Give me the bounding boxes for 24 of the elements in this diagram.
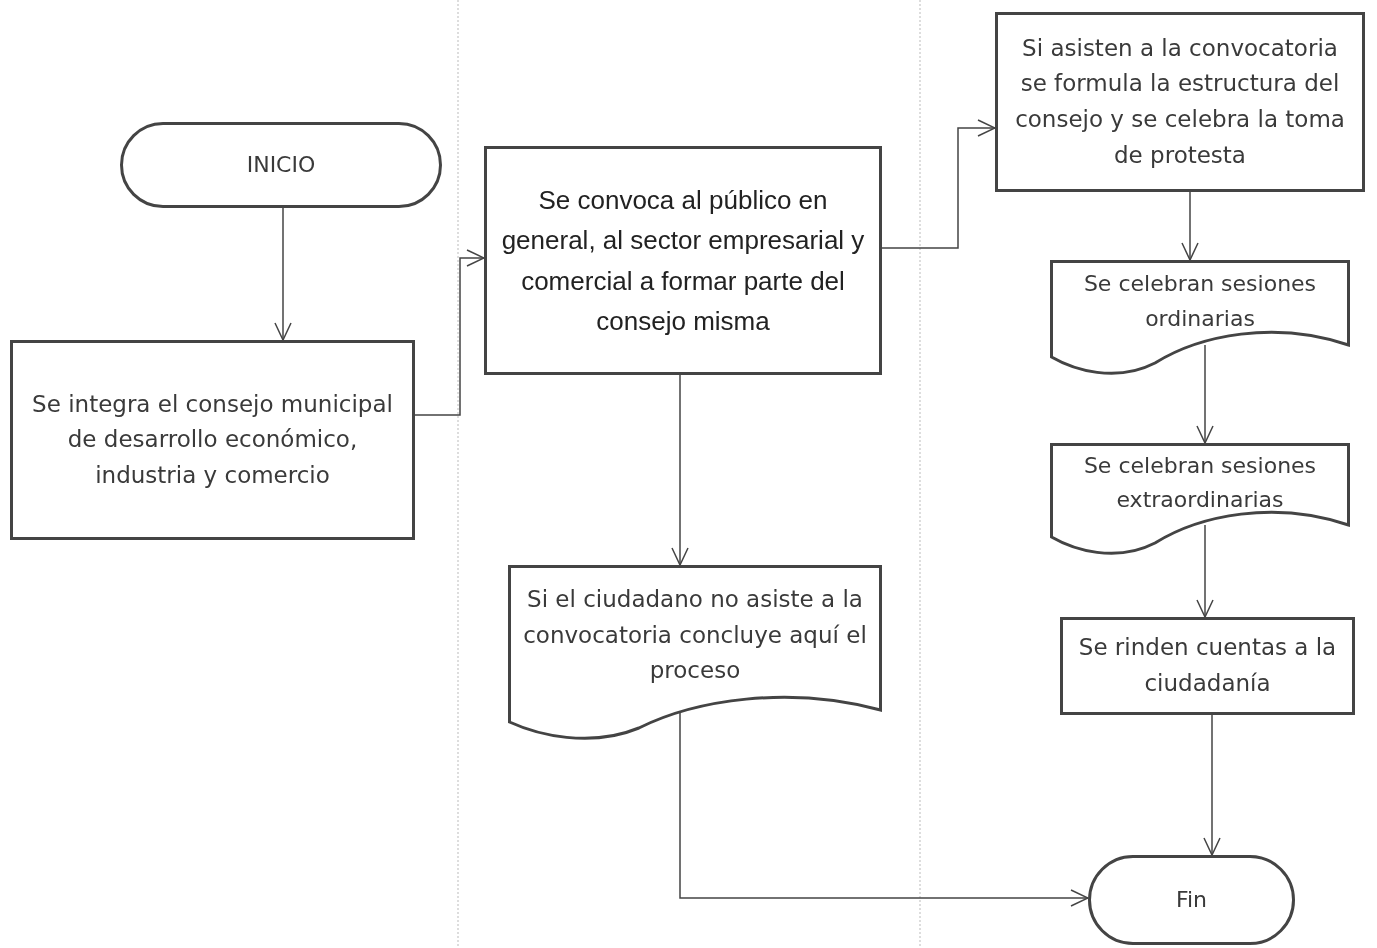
process-box — [995, 12, 1365, 192]
document-shape — [508, 565, 882, 740]
node-text: Si asisten a la convocatoria se formula la estructura del consejo y se celebra la toma de protesta — [1014, 33, 1346, 170]
arrow — [1181, 191, 1199, 261]
arrow — [671, 374, 689, 566]
node-text: Se celebran sesiones ordinarias — [1082, 270, 1318, 333]
node-text: INICIO — [246, 150, 316, 179]
document-shape — [1050, 260, 1350, 375]
node-text: Si el ciudadano no asiste a la convocatoria concluye aquí el proceso — [522, 585, 868, 686]
process-box — [484, 146, 882, 375]
arrow — [1196, 524, 1214, 618]
arrow — [1203, 714, 1221, 856]
process-box — [10, 340, 415, 540]
arrow — [881, 119, 996, 249]
node-text: Fin — [1175, 885, 1208, 914]
document-shape — [1050, 443, 1350, 555]
arrow — [274, 207, 292, 341]
node-text: Se celebran sesiones extraordinarias — [1082, 451, 1318, 514]
process-box — [1060, 617, 1355, 715]
arrow — [414, 249, 485, 416]
node-text: Se rinden cuentas a la ciudadanía — [1077, 633, 1338, 698]
node-text: Se convoca al público en general, al sector empresarial y comercial a formar parte del consejo misma — [500, 183, 866, 338]
node-text: Se integra el consejo municipal de desarrollo económico, industria y comercio — [31, 389, 394, 490]
arrow — [1196, 344, 1214, 444]
